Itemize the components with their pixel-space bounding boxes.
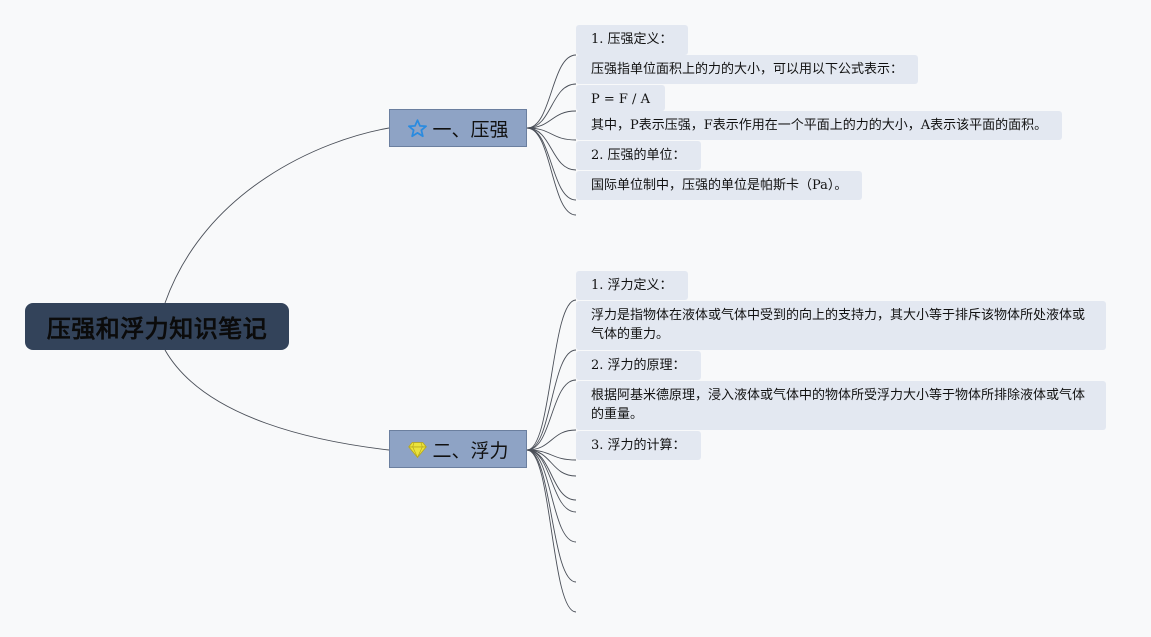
connector-b2-leaf-8 [526,449,577,513]
diamond-icon [408,441,428,458]
connector-root-branch-2 [164,349,390,451]
leaf-topic[interactable]: 浮力是指物体在液体或气体中受到的向上的支持力，其大小等于排斥该物体所处液体或气体… [576,301,1106,350]
connector-b1-leaf-5 [526,127,577,171]
connector-b1-leaf-1 [526,54,577,129]
leaf-topic[interactable]: 1. 压强定义： [576,25,688,55]
branch-topic-label: 二、浮力 [432,439,509,462]
connector-root-branch-1 [164,127,390,304]
leaf-topic-text: 1. 压强定义： [591,32,673,47]
leaf-topic[interactable]: 压强指单位面积上的力的大小，可以用以下公式表示： [576,55,919,84]
leaf-topic[interactable]: 1. 浮力定义： [576,271,688,300]
branch-topic-buoyancy[interactable]: 二、浮力 [389,430,527,468]
connector-b2-leaf-11 [526,449,577,613]
root-topic[interactable]: 压强和浮力知识笔记 [25,303,289,350]
leaf-topic-text: P = F / A [591,92,650,107]
connector-b2-leaf-10 [526,449,577,583]
leaf-topic[interactable]: 3. 浮力的计算： [576,431,701,460]
leaf-topic-text: 2. 浮力的原理： [591,358,686,373]
leaf-topic-text: 其中，P表示压强，F表示作用在一个平面上的力的大小，A表示该平面的面积。 [591,118,1048,133]
root-topic-label: 压强和浮力知识笔记 [46,315,268,343]
leaf-topic-text: 2. 压强的单位： [591,148,686,163]
connector-b2-leaf-3 [526,379,577,451]
leaf-topic-text: 根据阿基米德原理，浸入液体或气体中的物体所受浮力大小等于物体所排除液体或气体的重… [591,388,1086,422]
leaf-topic-text: 3. 浮力的计算： [591,438,686,453]
leaf-topic[interactable]: P = F / A [576,85,665,111]
leaf-topic[interactable]: 其中，P表示压强，F表示作用在一个平面上的力的大小，A表示该平面的面积。 [576,111,1063,140]
connector-b1-leaf-2 [526,83,577,129]
connector-b2-leaf-9 [526,449,577,543]
leaf-topic-text: 国际单位制中，压强的单位是帕斯卡（Pa）。 [591,178,848,193]
star-outline-icon [408,118,428,137]
leaf-topic-text: 压强指单位面积上的力的大小，可以用以下公式表示： [591,62,904,77]
connector-b1-leaf-7 [526,127,577,216]
leaf-topic[interactable]: 2. 浮力的原理： [576,351,701,380]
leaf-topic[interactable]: 2. 压强的单位： [576,141,701,170]
connector-b2-leaf-1 [526,299,577,451]
connector-b2-leaf-2 [526,349,577,451]
leaf-topic-text: 浮力是指物体在液体或气体中受到的向上的支持力，其大小等于排斥该物体所处液体或气体… [591,308,1086,342]
branch-topic-label: 一、压强 [432,118,509,141]
leaf-topic[interactable]: 根据阿基米德原理，浸入液体或气体中的物体所受浮力大小等于物体所排除液体或气体的重… [576,381,1106,430]
leaf-topic-text: 1. 浮力定义： [591,278,673,293]
leaf-topic[interactable]: 国际单位制中，压强的单位是帕斯卡（Pa）。 [576,171,863,200]
branch-topic-pressure[interactable]: 一、压强 [389,109,527,147]
connector-b1-leaf-6 [526,127,577,201]
connector-b2-leaf-4 [526,429,577,451]
connector-b1-leaf-3 [526,110,577,129]
